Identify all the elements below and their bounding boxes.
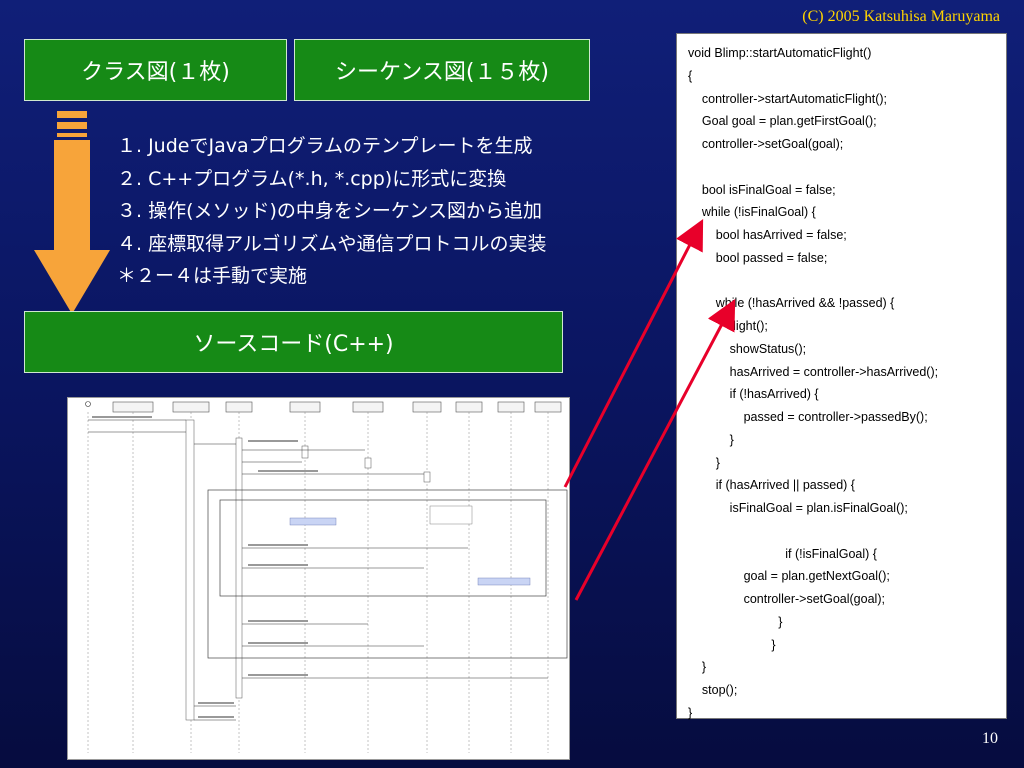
copyright-text: (C) 2005 Katsuhisa Maruyama	[802, 8, 1000, 25]
code-line: goal = plan.getNextGoal();	[688, 569, 890, 584]
arrow-head	[34, 250, 110, 314]
code-line: while (!hasArrived && !passed) {	[688, 296, 895, 311]
code-line	[688, 270, 1006, 293]
code-line: controller->startAutomaticFlight();	[688, 91, 888, 106]
code-line: flight();	[688, 319, 768, 333]
code-line: if (!hasArrived) {	[688, 387, 819, 402]
code-line: showStatus();	[688, 341, 807, 356]
code-line: isFinalGoal = plan.isFinalGoal();	[688, 501, 908, 515]
code-line: }	[688, 614, 783, 629]
code-line: }	[688, 455, 720, 470]
arrow-bar-3	[57, 133, 87, 137]
code-line: controller->setGoal(goal);	[688, 137, 844, 151]
code-line: bool passed = false;	[688, 250, 828, 265]
arrow-bar-2	[57, 122, 87, 129]
code-line: while (!isFinalGoal) {	[688, 205, 816, 220]
code-line: }	[688, 705, 693, 720]
step-item: １. JudeでJavaプログラムのテンプレートを生成	[117, 135, 533, 157]
code-line	[688, 156, 1006, 179]
step-note: ＊２ー４は手動で実施	[117, 265, 308, 287]
class-diagram-box: クラス図(１枚)	[24, 39, 287, 101]
code-line: void Blimp::startAutomaticFlight()	[688, 46, 872, 60]
code-line: bool isFinalGoal = false;	[688, 182, 836, 197]
sequence-diagram-graphic	[85, 401, 568, 753]
arrow-shaft	[54, 140, 90, 252]
code-line: if (!isFinalGoal) {	[688, 546, 877, 561]
sequence-diagram-image	[67, 397, 570, 760]
step-item: ２. C++プログラム(*.h, *.cpp)に形式に変換	[117, 167, 507, 190]
sequence-diagram-box: シーケンス図(１５枚)	[294, 39, 590, 101]
code-line	[688, 520, 1006, 543]
code-line: controller->setGoal(goal);	[688, 592, 885, 606]
arrow-bar-1	[57, 111, 87, 118]
code-line: passed = controller->passedBy();	[688, 410, 928, 424]
source-code-box: ソースコード(C++)	[24, 311, 563, 373]
code-line: if (hasArrived || passed) {	[688, 478, 855, 493]
step-item: ４. 座標取得アルゴリズムや通信プロトコルの実装	[117, 232, 547, 255]
code-line: hasArrived = controller->hasArrived();	[688, 364, 939, 379]
code-line: }	[688, 660, 707, 675]
code-line: }	[688, 432, 734, 447]
code-line: bool hasArrived = false;	[688, 228, 847, 242]
slide-number: 10	[982, 730, 998, 747]
code-line: }	[688, 637, 776, 652]
code-listing: void Blimp::startAutomaticFlight() { con…	[676, 33, 1007, 720]
code-line: stop();	[688, 683, 738, 697]
code-line: Goal goal = plan.getFirstGoal();	[688, 114, 877, 129]
step-list: １. JudeでJavaプログラムのテンプレートを生成 ２. C++プログラム(…	[117, 130, 547, 293]
code-line: {	[688, 68, 693, 83]
step-item: ３. 操作(メソッド)の中身をシーケンス図から追加	[117, 200, 542, 222]
